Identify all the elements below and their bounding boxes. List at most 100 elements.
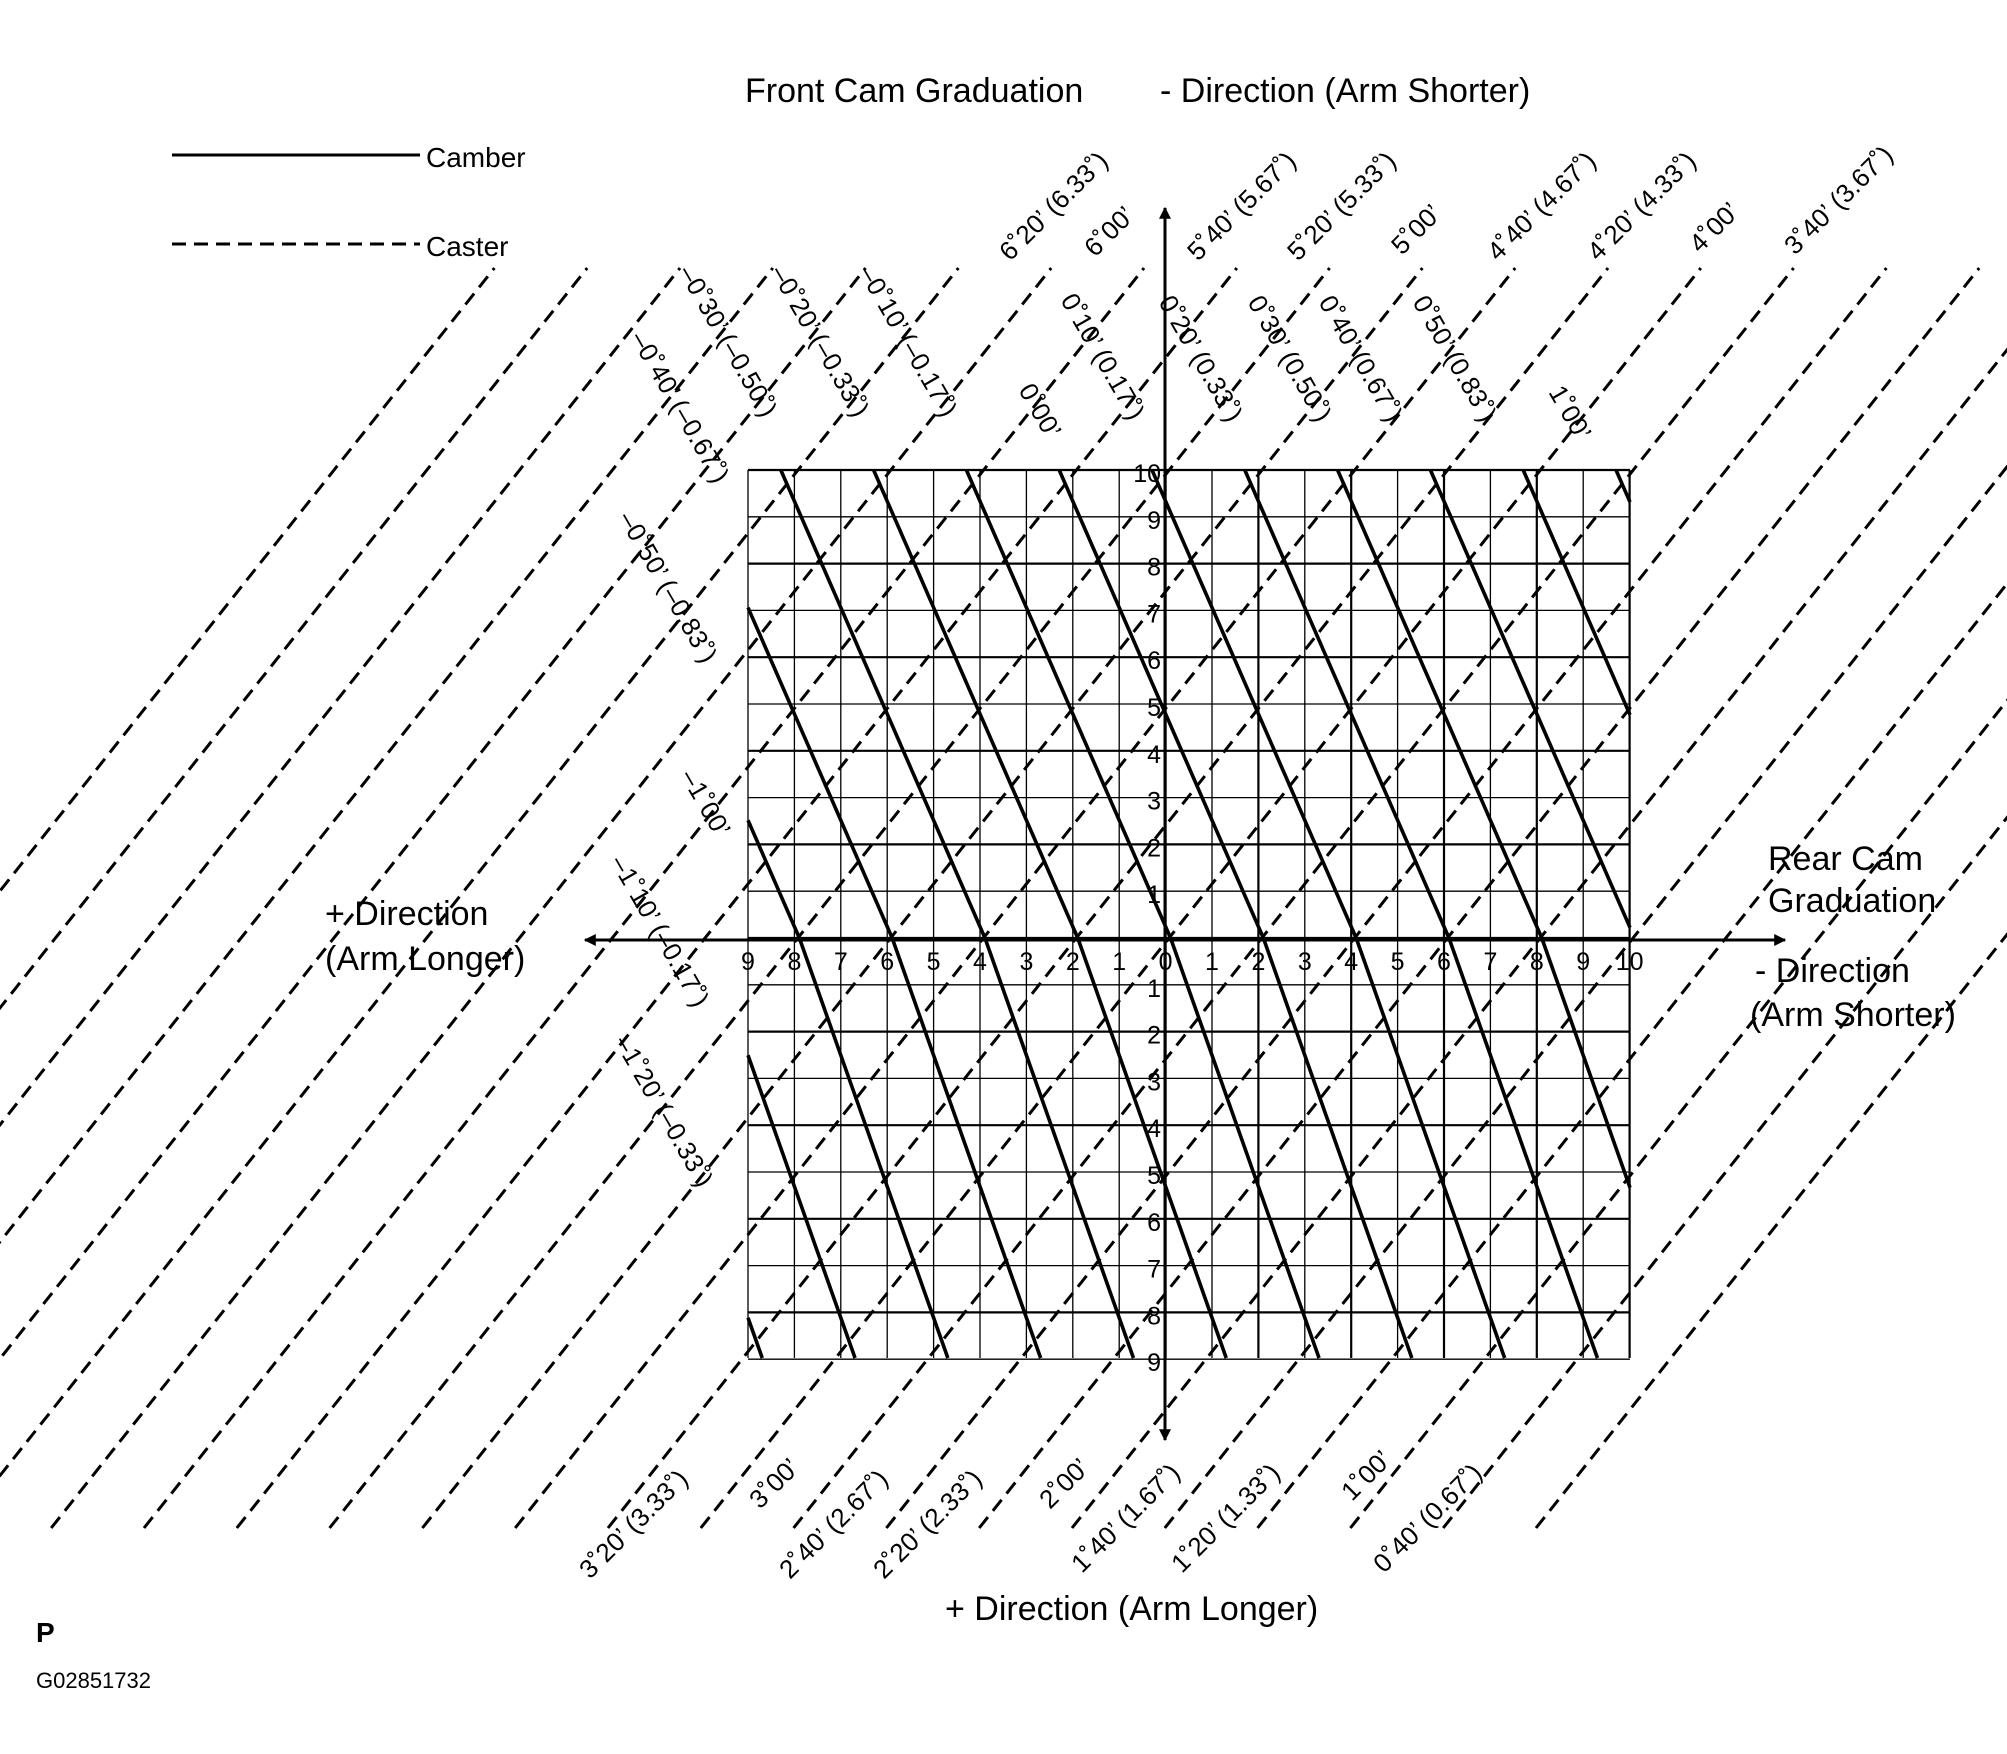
rear-cam-tick: 6 [880,948,894,976]
camber-line [890,937,1043,1359]
camber-label: –1˚10’ (–0.17˚) [605,850,716,1012]
front-cam-tick-bottom: 8 [1147,1302,1161,1330]
rear-cam-tick: 9 [1576,948,1590,976]
camber-line [1261,937,1414,1359]
rear-cam-tick: 5 [927,948,941,976]
caster-line [421,267,1424,1529]
caster-line [1163,464,2007,1529]
front-cam-tick-bottom: 1 [1147,975,1161,1003]
camber-line [983,937,1136,1359]
front-cam-title: Front Cam Graduation [745,72,1083,110]
caster-line [1442,815,2007,1529]
camber-line [1168,937,1321,1359]
camber-line [1354,937,1507,1359]
caster-line [1534,932,2007,1529]
camber-line [797,937,950,1359]
camber-line [1150,469,1358,939]
front-cam-direction: - Direction (Arm Shorter) [1160,72,1530,110]
front-cam-tick-bottom: 5 [1147,1162,1161,1190]
front-cam-tick-top: 1 [1147,881,1161,909]
camber-line [746,819,802,939]
caster-labels-top: 6˚20’ (6.33˚) 6˚00’ 5˚40’ (5.67˚) 5˚20’ … [993,140,1899,267]
rear-cam-tick: 5 [1391,948,1405,976]
front-cam-tick-top: 4 [1147,741,1161,769]
camber-label: 0˚50’ (0.83˚) [1407,290,1503,427]
rear-cam-tick: 1 [1112,948,1126,976]
rear-cam-tick: 1 [1205,948,1219,976]
front-cam-tick-bottom: 7 [1147,1256,1161,1284]
caster-lines [0,267,2007,1529]
footer-mark: P [36,1617,55,1648]
caster-line [978,267,1981,1529]
rear-cam-title-line1: Rear Cam [1768,840,1923,878]
caster-line [1349,698,2007,1529]
rear-cam-tick: 2 [1251,948,1265,976]
rear-cam-tick: 3 [1298,948,1312,976]
bottom-direction: + Direction (Arm Longer) [945,1590,1318,1628]
camber-line [1521,469,1632,716]
front-cam-tick-bottom: 4 [1147,1115,1161,1143]
camber-label: 0˚10’ (0.17˚) [1055,288,1151,425]
caster-line [50,267,1053,1529]
camber-legend-label: Camber [426,142,526,173]
left-direction-line2: (Arm Longer) [325,940,525,978]
caster-label: 2˚00’ [1033,1452,1095,1514]
rear-cam-tick: 8 [787,948,801,976]
caster-line [142,267,1146,1529]
caster-line [0,267,774,1245]
rear-cam-tick: 6 [1437,948,1451,976]
left-direction-line1: + Direction [325,895,488,933]
caster-label: 3˚40’ (3.67˚) [1778,140,1899,261]
camber-line [746,606,894,939]
camber-line [1428,469,1632,929]
caster-label: 1˚00’ [1335,1444,1397,1506]
caster-line [699,267,1702,1529]
camber-label: –1˚20’ (–0.33˚) [609,1030,720,1192]
front-cam-tick-bottom: 6 [1147,1209,1161,1237]
caster-label: 5˚20’ (5.33˚) [1281,146,1402,267]
caster-line [1256,581,2007,1529]
caster-label: 3˚00’ [743,1452,805,1514]
front-cam-tick-top: 8 [1147,554,1161,582]
front-cam-tick-top: 10 [1133,460,1161,488]
caster-line [514,267,1517,1529]
rear-cam-tick: 10 [1616,948,1644,976]
front-cam-tick-top: 3 [1147,788,1161,816]
front-cam-tick-top: 2 [1147,834,1161,862]
caster-line [0,267,867,1362]
rear-cam-tick: 8 [1530,948,1544,976]
camber-line [1447,937,1600,1359]
caster-line [792,267,1795,1529]
caster-line [235,267,1238,1529]
camber-line [1243,469,1451,939]
camber-line [1335,469,1544,939]
camber-lines [746,469,1632,1359]
camber-line [779,469,987,939]
caster-legend-label: Caster [426,231,508,262]
camber-line [1614,469,1632,503]
caster-label: 5˚00’ [1385,198,1447,260]
camber-line [1540,937,1632,1189]
caster-line [1070,347,2007,1529]
camber-label: –1˚00’ [675,764,737,842]
rear-cam-tick: 9 [741,948,755,976]
rear-cam-tick: 7 [834,948,848,976]
caster-line [606,267,1610,1529]
camber-line [964,469,1173,939]
rear-cam-tick: 0 [1159,948,1173,976]
footer-code: G02851732 [36,1668,151,1693]
rear-cam-tick: 7 [1483,948,1497,976]
front-cam-tick-top: 6 [1147,647,1161,675]
caster-label: 1˚20’ (1.33˚) [1165,1458,1286,1579]
caster-line [0,267,682,1128]
rear-cam-tick: 2 [1066,948,1080,976]
camber-label: –0˚50’ (–0.83˚) [613,506,724,668]
caster-line [0,267,960,1478]
camber-line [1057,469,1266,939]
caster-label: 6˚00’ [1078,200,1140,262]
camber-line [746,1054,857,1359]
rear-cam-tick: 3 [1019,948,1033,976]
caster-label: 3˚20’ (3.33˚) [573,1464,694,1585]
